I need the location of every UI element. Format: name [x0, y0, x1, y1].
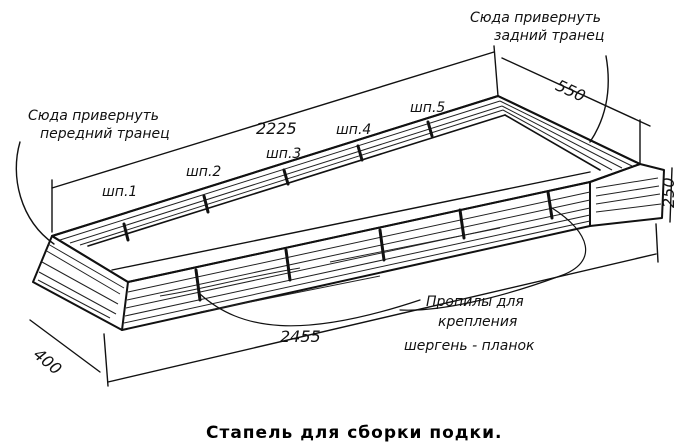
slot-label-5: шп.5	[410, 100, 445, 116]
slot-label-1: шп.1	[102, 184, 137, 200]
slots-note-line2: крепления	[438, 314, 517, 330]
dim-top-length: 2225	[256, 119, 297, 138]
front-transom-note-line2: передний транец	[40, 126, 170, 142]
dim-front-width: 400	[30, 344, 66, 378]
front-transom-note-line1: Сюда привернуть	[28, 108, 159, 124]
rear-transom-note-line2: задний транец	[494, 28, 604, 44]
far-slots	[122, 120, 434, 242]
figure-caption: Стапель для сборки подки.	[206, 423, 502, 443]
slot-label-4: шп.4	[336, 122, 371, 138]
slots-note-line1: Пропилы для	[426, 294, 524, 310]
rear-transom-note-line1: Сюда привернуть	[470, 10, 601, 26]
dimension-lines	[29, 45, 673, 387]
leader-lines	[15, 55, 609, 327]
dim-rear-width: 550	[553, 76, 589, 106]
dim-rear-height: 250	[659, 177, 678, 208]
slot-label-2: шп.2	[186, 164, 221, 180]
slot-label-3: шп.3	[266, 146, 301, 162]
near-slots	[194, 190, 554, 302]
slots-note-line3: шергень - планок	[404, 338, 535, 354]
dim-bottom-length: 2455	[280, 327, 321, 346]
slipway-frame	[32, 95, 665, 331]
